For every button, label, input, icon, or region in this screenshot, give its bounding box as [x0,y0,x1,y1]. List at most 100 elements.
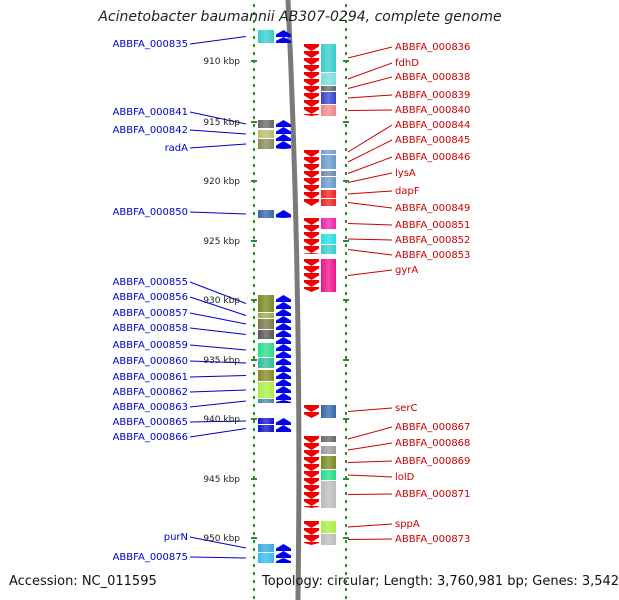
right-gene-label[interactable]: gyrA [395,265,418,276]
reverse-gene-arrow [304,178,319,185]
ruler-dot [345,452,347,455]
right-gene-label[interactable]: serC [395,403,417,414]
right-gene-label[interactable]: dapF [395,186,420,197]
right-gene-label[interactable]: ABBFA_000873 [395,534,470,545]
left-gene-label[interactable]: ABBFA_000862 [113,387,188,398]
right-gene-label[interactable]: ABBFA_000844 [395,120,470,131]
right-gene-label[interactable]: ABBFA_000838 [395,72,470,83]
right-gene-label[interactable]: ABBFA_000869 [395,456,470,467]
forward-gene-arrow [276,30,291,37]
left-gene-label[interactable]: ABBFA_000875 [113,552,188,563]
right-label-connector [347,190,393,195]
right-gene-label[interactable]: ABBFA_000840 [395,105,470,116]
left-gene-label[interactable]: ABBFA_000865 [113,417,188,428]
ruler-dot [253,260,255,263]
reverse-gene-arrow [304,528,319,535]
left-gene-label[interactable]: ABBFA_000860 [113,356,188,367]
right-gene-label[interactable]: ABBFA_000845 [395,135,470,146]
ruler-dot [253,396,255,399]
left-gene-label[interactable]: ABBFA_000859 [113,340,188,351]
right-gene-label[interactable]: lysA [395,168,416,179]
ruler-dot [345,76,347,79]
right-gene-label[interactable]: ABBFA_000868 [395,438,470,449]
ruler-dot [253,108,255,111]
left-gene-label[interactable]: radA [165,143,189,154]
right-gene-label[interactable]: fdhD [395,58,419,69]
reverse-gene-box [321,534,336,545]
left-label-connector [189,389,247,393]
reverse-gene-arrow [304,65,319,72]
left-gene-label[interactable]: ABBFA_000857 [113,308,188,319]
left-gene-label[interactable]: ABBFA_000863 [113,402,188,413]
right-label-connector [347,156,393,174]
right-gene-label[interactable]: ABBFA_000852 [395,235,470,246]
right-label-connector [347,407,393,412]
ruler-tick [251,418,257,420]
left-gene-label[interactable]: ABBFA_000835 [113,39,188,50]
ruler-tick [343,180,349,182]
right-gene-label[interactable]: sppA [395,519,420,530]
right-label-connector [347,523,393,528]
left-gene-label[interactable]: ABBFA_000861 [113,372,188,383]
ruler-dot [253,44,255,47]
reverse-gene-box [321,245,336,254]
ruler-dot [345,124,347,127]
right-gene-label[interactable]: ABBFA_000839 [395,90,470,101]
ruler-dot [253,404,255,407]
reverse-gene-arrow [304,478,319,485]
right-gene-label[interactable]: ABBFA_000849 [395,203,470,214]
forward-gene-box [258,313,274,318]
reverse-gene-box [321,44,336,72]
left-gene-label[interactable]: ABBFA_000858 [113,323,188,334]
ruler-tick [343,240,349,242]
ruler-dot [253,292,255,295]
left-gene-label[interactable]: ABBFA_000866 [113,432,188,443]
ruler-dot [253,196,255,199]
ruler-dot [345,300,347,303]
right-gene-label[interactable]: ABBFA_000871 [395,489,470,500]
ruler-dot [253,564,255,567]
left-gene-label[interactable]: purN [164,532,188,543]
ruler-dot [253,156,255,159]
ruler-dot [253,212,255,215]
right-gene-label[interactable]: lolD [395,472,415,483]
left-gene-label[interactable]: ABBFA_000841 [113,107,188,118]
right-gene-label[interactable]: ABBFA_000853 [395,250,470,261]
genome-title: Acinetobacter baumannii AB307-0294, comp… [98,9,502,25]
forward-gene-arrow [276,544,291,551]
right-gene-label[interactable]: ABBFA_000851 [395,220,470,231]
ruler-tick [251,60,257,62]
ruler-dot [253,468,255,471]
left-gene-label[interactable]: ABBFA_000850 [113,207,188,218]
forward-gene-arrow [276,330,291,337]
left-gene-label[interactable]: ABBFA_000842 [113,125,188,136]
right-gene-label[interactable]: ABBFA_000836 [395,42,470,53]
forward-gene-arrow [276,134,291,141]
right-gene-label[interactable]: ABBFA_000867 [395,422,470,433]
left-gene-label[interactable]: ABBFA_000856 [113,292,188,303]
reverse-gene-arrow [304,464,319,471]
left-label-connector [189,400,247,408]
left-label-connector [189,281,247,304]
left-label-connector [189,375,247,378]
left-gene-label[interactable]: ABBFA_000855 [113,277,188,288]
right-gene-label[interactable]: ABBFA_000846 [395,152,470,163]
right-label-connector [347,46,393,59]
reverse-gene-arrow [304,157,319,164]
right-label-connector [347,223,393,226]
forward-gene-arrow [276,120,291,127]
ruler-dot [253,412,255,415]
ruler-dot [253,188,255,191]
ruler-dot [253,444,255,447]
genome-backbone [285,0,302,600]
ruler-dot [253,20,255,23]
right-label-connector [347,249,393,256]
right-label-connector [347,460,393,463]
ruler-dot [345,188,347,191]
reverse-gene-box [321,155,336,169]
reverse-gene-arrow [304,492,319,499]
reverse-gene-arrow [304,457,319,464]
reverse-gene-box [321,86,336,91]
reverse-gene-arrow [304,412,319,418]
